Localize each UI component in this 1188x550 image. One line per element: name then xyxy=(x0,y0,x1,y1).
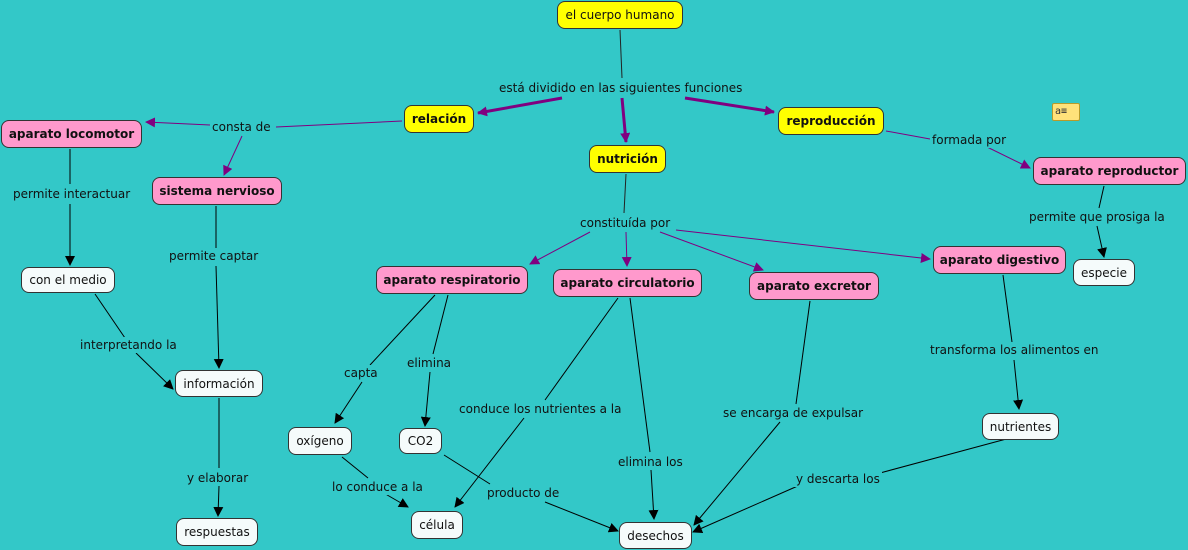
node-reproduccion[interactable]: reproducción xyxy=(778,107,884,135)
link-label-transforma: transforma los alimentos en xyxy=(928,342,1101,358)
link-label-elimina-los: elimina los xyxy=(616,454,685,470)
node-con-el-medio[interactable]: con el medio xyxy=(21,267,115,293)
link-label-formada: formada por xyxy=(930,132,1009,148)
node-respuestas[interactable]: respuestas xyxy=(176,518,258,546)
node-celula[interactable]: célula xyxy=(411,511,463,539)
link-label-capta: capta xyxy=(342,365,380,381)
link-label-constituida: constituída por xyxy=(578,215,673,231)
node-sistema-nervioso[interactable]: sistema nervioso xyxy=(152,177,282,205)
link-label-elaborar: y elaborar xyxy=(185,470,251,486)
link-label-conduce-a: lo conduce a la xyxy=(330,479,425,495)
link-label-interactuar: permite interactuar xyxy=(11,186,133,202)
node-cuerpo-humano[interactable]: el cuerpo humano xyxy=(557,1,683,29)
link-label-interpretando: interpretando la xyxy=(78,337,179,353)
link-label-descarta: y descarta los xyxy=(794,471,882,487)
node-aparato-locomotor[interactable]: aparato locomotor xyxy=(1,120,142,148)
node-especie[interactable]: especie xyxy=(1073,259,1135,286)
link-label-prosiga: permite que prosiga la xyxy=(1027,209,1167,225)
node-aparato-digestivo[interactable]: aparato digestivo xyxy=(933,246,1066,274)
node-aparato-circulatorio[interactable]: aparato circulatorio xyxy=(553,269,702,297)
node-aparato-respiratorio[interactable]: aparato respiratorio xyxy=(376,266,528,294)
link-label-elimina: elimina xyxy=(405,355,454,371)
node-oxigeno[interactable]: oxígeno xyxy=(288,427,352,455)
link-label-consta: consta de xyxy=(210,119,273,135)
link-label-producto: producto de xyxy=(485,485,562,501)
note-icon[interactable]: a≡ xyxy=(1052,103,1080,121)
note-icon-letter: a xyxy=(1055,106,1062,117)
node-desechos[interactable]: desechos xyxy=(619,522,692,549)
node-aparato-excretor[interactable]: aparato excretor xyxy=(749,272,879,300)
node-relacion[interactable]: relación xyxy=(404,105,474,133)
node-nutrientes[interactable]: nutrientes xyxy=(982,413,1059,440)
link-label-expulsar: se encarga de expulsar xyxy=(721,405,866,421)
link-label-captar: permite captar xyxy=(167,248,261,264)
node-informacion[interactable]: información xyxy=(175,370,263,397)
link-label-conduce-nutrientes: conduce los nutrientes a la xyxy=(457,401,624,417)
node-nutricion[interactable]: nutrición xyxy=(589,145,666,173)
link-label-dividido: está dividido en las siguientes funcione… xyxy=(497,80,745,96)
node-co2[interactable]: CO2 xyxy=(399,428,442,454)
node-aparato-reproductor[interactable]: aparato reproductor xyxy=(1033,157,1186,185)
